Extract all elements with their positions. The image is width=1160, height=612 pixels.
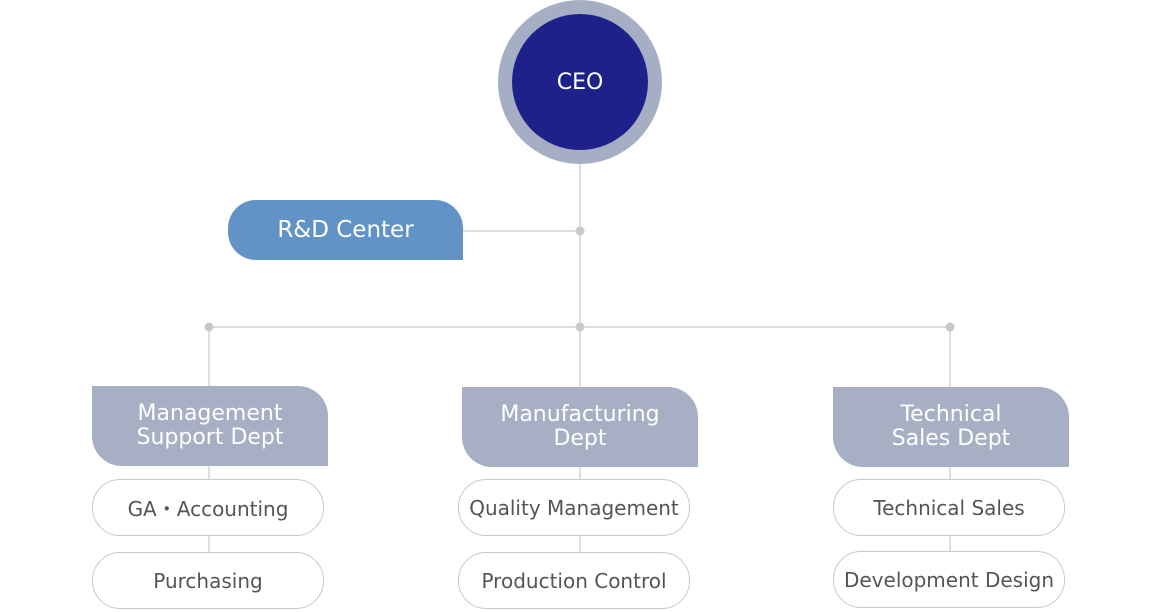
sub-node-label: Technical Sales: [873, 495, 1025, 520]
sub-node-ga-accounting: GA・Accounting: [92, 479, 324, 536]
ceo-node: CEO: [498, 0, 662, 164]
sub-node-label: Quality Management: [469, 495, 679, 520]
dept-technical-sales: Technical Sales Dept: [833, 387, 1069, 467]
dept-label: Manufacturing Dept: [500, 402, 660, 451]
junction-dot-center: [575, 322, 585, 332]
dept-management-support: Management Support Dept: [92, 386, 328, 466]
sub-node-quality-management: Quality Management: [458, 479, 690, 536]
dept-label: Technical Sales Dept: [891, 402, 1011, 451]
junction-dot-left: [204, 322, 214, 332]
sub-node-label: Purchasing: [153, 568, 263, 593]
dept-label: Management Support Dept: [136, 401, 284, 450]
sub-node-label: GA・Accounting: [127, 497, 289, 521]
ceo-label: CEO: [512, 14, 648, 150]
junction-dot-rd: [575, 226, 585, 236]
sub-node-label: Development Design: [843, 567, 1055, 592]
rd-center-node: R&D Center: [228, 200, 463, 260]
dept-manufacturing: Manufacturing Dept: [462, 387, 698, 467]
sub-node-technical-sales: Technical Sales: [833, 479, 1065, 536]
junction-dot-right: [945, 322, 955, 332]
sub-node-development-design: Development Design: [833, 551, 1065, 608]
sub-node-purchasing: Purchasing: [92, 552, 324, 609]
sub-node-production-control: Production Control: [458, 552, 690, 609]
rd-center-label: R&D Center: [277, 217, 414, 243]
sub-node-label: Production Control: [481, 568, 667, 593]
